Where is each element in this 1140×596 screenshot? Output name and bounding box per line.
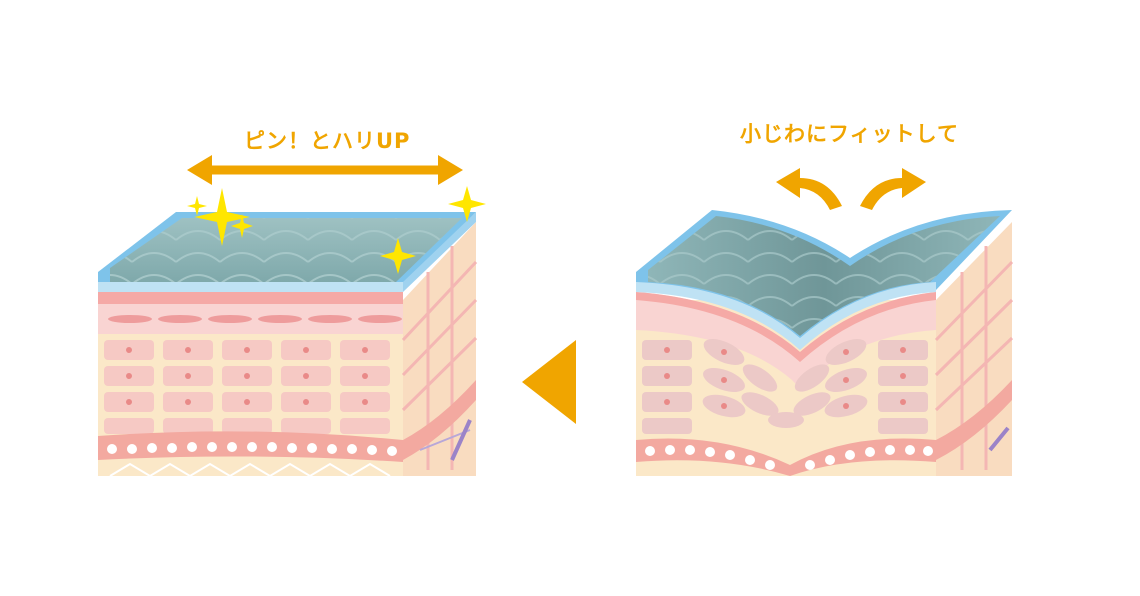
cell-grid	[104, 340, 390, 434]
double-arrow-icon	[187, 155, 463, 185]
left-caption: ピン！とハリUP	[244, 129, 411, 153]
right-skin-block	[636, 168, 1014, 476]
right-caption: 小じわにフィットして	[740, 122, 959, 146]
left-skin-block	[98, 155, 486, 478]
sparkle-icon	[187, 186, 486, 274]
transition-arrow-icon	[522, 340, 576, 424]
curved-arrow-icon	[776, 168, 926, 210]
epidermis-band	[98, 290, 403, 304]
